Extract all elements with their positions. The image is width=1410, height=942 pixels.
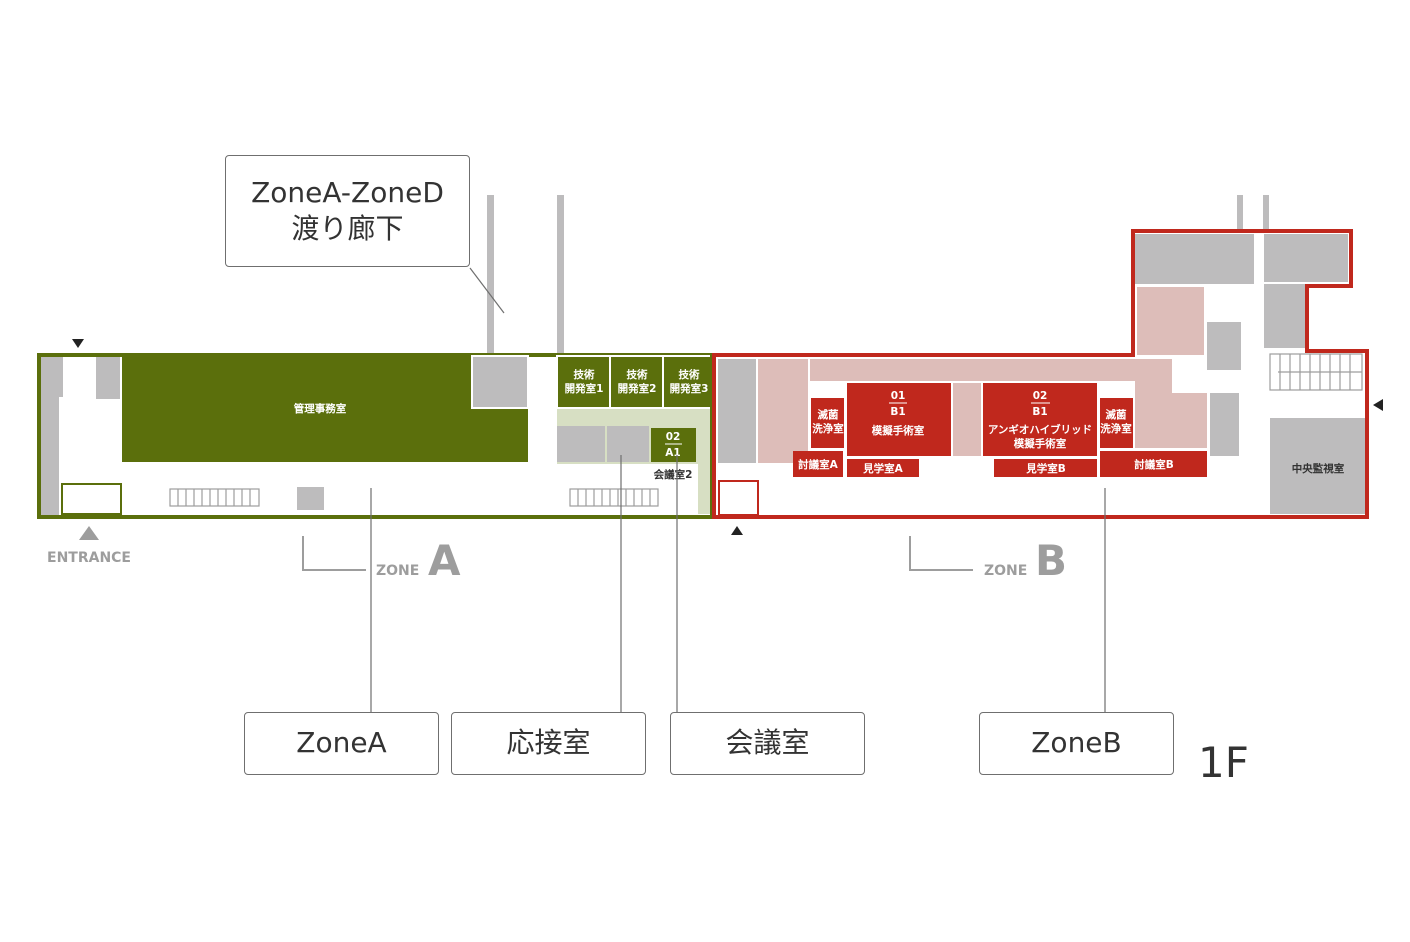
discussion-b-label: 討議室B <box>1134 458 1174 471</box>
entry-marker-icon <box>1373 399 1383 411</box>
central-monitor-room[interactable] <box>1270 418 1365 514</box>
gray-room <box>718 359 756 463</box>
zone-b-callout[interactable]: ZoneB <box>979 712 1174 775</box>
a1-code-label: A1 <box>665 447 680 459</box>
gray-room <box>1135 234 1254 284</box>
tech-dev-2-label: 開発室2 <box>618 382 657 395</box>
tech-dev-3-label: 技術 <box>679 368 700 381</box>
zone-a-letter: A <box>428 536 461 585</box>
gray-room <box>607 426 649 462</box>
corridor-connector <box>557 195 564 355</box>
gray-room <box>1264 284 1305 348</box>
meeting-callout[interactable]: 会議室 <box>670 712 865 775</box>
gray-room <box>1264 234 1348 282</box>
sterile-room-1[interactable] <box>811 398 844 448</box>
or-b1-room[interactable] <box>847 383 951 456</box>
observation-b-label: 見学室B <box>1025 462 1066 475</box>
entrance-label: ENTRANCE <box>47 550 131 566</box>
gray-block <box>96 357 120 399</box>
or-b1-code-label: B1 <box>890 406 905 418</box>
zone-a-callout[interactable]: ZoneA <box>244 712 439 775</box>
meeting-room-a1[interactable] <box>651 428 696 462</box>
light-room <box>1137 287 1204 355</box>
entry-marker-icon <box>72 339 84 348</box>
admin-office-room[interactable] <box>122 356 528 462</box>
zone-b-callout-label: ZoneB <box>1031 726 1122 760</box>
tech-dev-1-label: 技術 <box>574 368 595 381</box>
gray-wall <box>698 426 710 514</box>
gray-room <box>1207 322 1241 370</box>
corridor-callout[interactable]: ZoneA-ZoneD 渡り廊下 <box>225 155 470 267</box>
tech-dev-3-label: 開発室3 <box>670 382 709 395</box>
staircase <box>1269 353 1363 391</box>
admin-office-label: 管理事務室 <box>294 402 347 415</box>
zone-a-word: ZONE <box>376 563 419 579</box>
corridor-callout-line2: 渡り廊下 <box>291 212 404 245</box>
sterile-2-label: 滅菌 <box>1106 408 1128 421</box>
tech-dev-1-label: 開発室1 <box>565 382 604 395</box>
or-b2-number-label: 02 <box>1033 390 1048 402</box>
tech-dev-room-1[interactable] <box>556 355 611 409</box>
sterile-1-label: 滅菌 <box>818 408 839 421</box>
floor-label: 1F <box>1198 738 1249 787</box>
tech-dev-room-2[interactable] <box>609 355 664 409</box>
corridor-connector <box>487 195 494 355</box>
exit-door[interactable] <box>718 480 759 516</box>
entrance-door[interactable] <box>61 483 122 515</box>
tech-dev-room-3[interactable] <box>662 355 715 409</box>
or-b1-name-label: 模擬手術室 <box>872 424 925 437</box>
or-b2-code-label: B1 <box>1032 406 1047 418</box>
meeting-room-2-label: 会議室2 <box>654 468 693 481</box>
corridor-connector <box>1263 195 1269 235</box>
gray-block <box>41 397 59 515</box>
corner-gray-room <box>471 355 529 409</box>
gray-block <box>297 487 324 510</box>
discussion-room-b[interactable] <box>1100 451 1207 477</box>
tech-dev-2-label: 技術 <box>627 368 648 381</box>
gray-room <box>1210 393 1239 456</box>
light-room <box>758 359 808 463</box>
gray-block <box>41 357 63 397</box>
light-corridor <box>810 359 1172 381</box>
discussion-a-label: 討議室A <box>798 458 838 471</box>
or-b2-room[interactable] <box>983 383 1097 456</box>
reception-callout[interactable]: 応接室 <box>451 712 646 775</box>
staircase <box>169 488 260 507</box>
discussion-room-a[interactable] <box>793 451 843 477</box>
sterile-1-label: 洗浄室 <box>812 422 844 435</box>
sterile-room-2[interactable] <box>1100 398 1133 448</box>
observation-room-a[interactable] <box>847 459 919 477</box>
zone-a-bracket <box>302 536 366 571</box>
light-room <box>953 383 981 456</box>
light-room <box>1135 381 1172 393</box>
zone-a-callout-label: ZoneA <box>296 726 387 760</box>
observation-a-label: 見学室A <box>862 462 903 475</box>
zone-b-letter: B <box>1035 536 1067 585</box>
entrance-arrow-icon <box>79 526 99 540</box>
a1-number-label: 02 <box>666 431 681 443</box>
corridor-callout-line1: ZoneA-ZoneD <box>251 175 444 209</box>
staircase <box>569 488 659 507</box>
gray-room <box>557 426 605 462</box>
light-room <box>1135 393 1207 448</box>
observation-room-b[interactable] <box>994 459 1097 477</box>
central-monitor-label: 中央監視室 <box>1292 462 1345 475</box>
reception-callout-label: 応接室 <box>506 726 591 760</box>
zone-b-bracket <box>909 536 973 571</box>
or-b2-name-label: アンギオハイブリッド <box>988 423 1092 436</box>
leader-line <box>469 267 505 314</box>
or-b2-name-label: 模擬手術室 <box>1014 437 1067 450</box>
or-b1-number-label: 01 <box>891 390 906 402</box>
corridor-connector <box>1237 195 1243 235</box>
zone-b-word: ZONE <box>984 563 1027 579</box>
sterile-2-label: 洗浄室 <box>1100 422 1132 435</box>
meeting-callout-label: 会議室 <box>725 726 810 760</box>
entry-marker-icon <box>731 526 743 535</box>
